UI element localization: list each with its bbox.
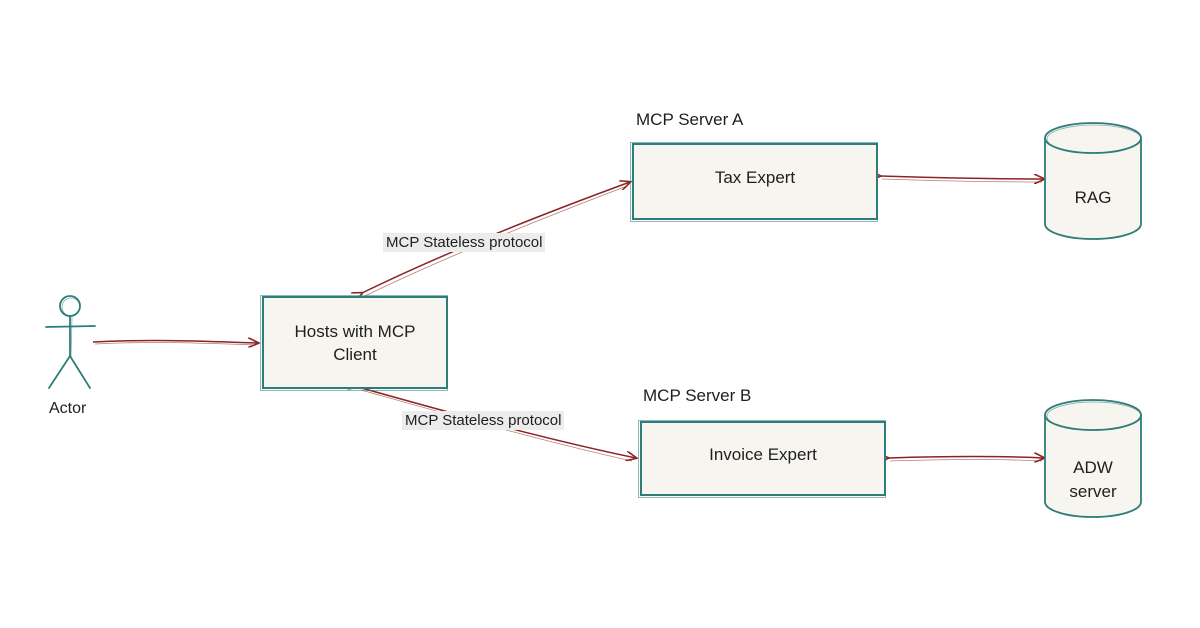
adw-database-icon (1044, 399, 1142, 518)
client-node: Hosts with MCP Client (260, 295, 448, 391)
adw-label: ADW server (1045, 456, 1141, 504)
actor-icon (45, 295, 96, 389)
invoice-expert-adw-arrow (888, 457, 1044, 462)
rag-database-icon (1044, 122, 1142, 240)
invoice-expert-label: Invoice Expert (709, 445, 817, 464)
mcp-server-a-caption: MCP Server A (636, 110, 744, 129)
bottom-protocol-label: MCP Stateless protocol (402, 411, 565, 430)
tax-expert-node: Tax Expert (630, 142, 878, 222)
actor-label: Actor (49, 400, 87, 417)
rag-label: RAG (1074, 188, 1112, 207)
adw-label-line1: ADW (1073, 458, 1113, 477)
mcp-server-b-caption: MCP Server B (643, 386, 752, 405)
client-label-line1: Hosts with MCP (294, 321, 416, 341)
tax-expert-rag-arrow (880, 176, 1044, 182)
tax-expert-label: Tax Expert (714, 168, 796, 187)
invoice-expert-node: Invoice Expert (638, 420, 886, 498)
adw-label-line2: server (1069, 482, 1117, 501)
top-protocol-label: MCP Stateless protocol (383, 233, 546, 252)
actor-to-client-arrow (92, 340, 258, 345)
client-label-line2: Client (333, 344, 377, 364)
